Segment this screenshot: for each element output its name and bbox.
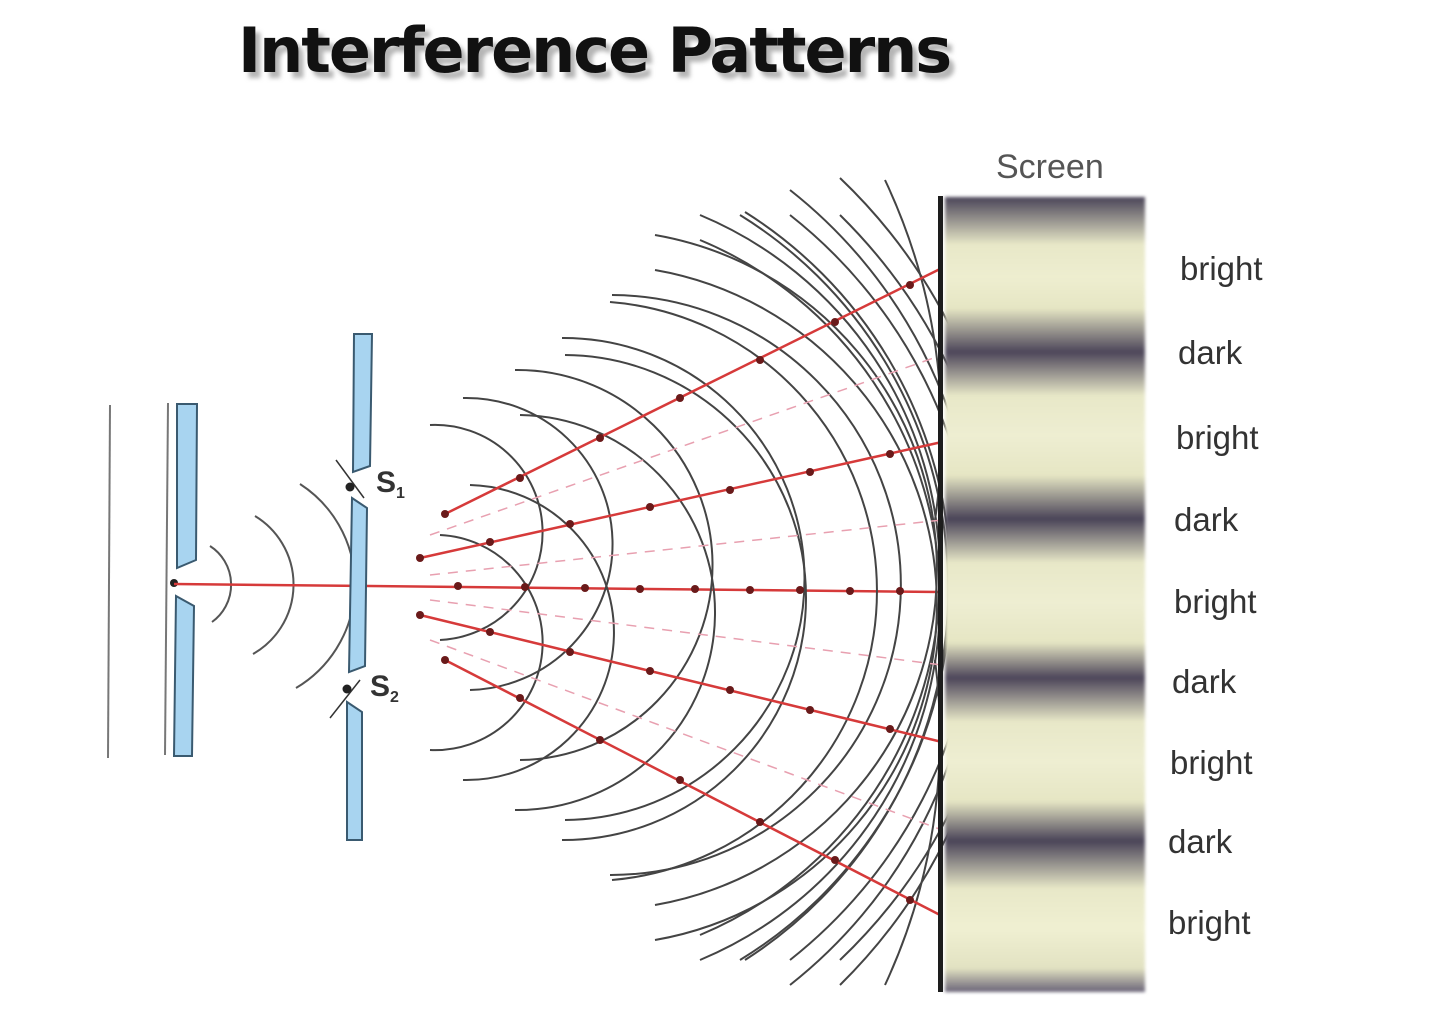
interference-screen xyxy=(945,197,1145,992)
fringe-label: dark xyxy=(1172,663,1237,700)
single-slit-barrier-top xyxy=(176,403,199,570)
double-slit-barrier-bottom xyxy=(346,700,363,841)
slit2-label: S2 xyxy=(370,670,399,706)
double-slit-barrier-top xyxy=(351,333,374,474)
fringe-label: bright xyxy=(1170,744,1253,781)
light-source-line xyxy=(107,404,111,759)
double-slit-barrier-middle xyxy=(347,496,369,674)
fringe-label: dark xyxy=(1168,823,1233,860)
slit2-point xyxy=(342,684,352,694)
constructive-nodes xyxy=(416,281,914,904)
diagram-title: Interference Patterns xyxy=(238,14,952,87)
screen-label: Screen xyxy=(996,148,1104,186)
single-slit-barrier-bottom xyxy=(172,594,196,757)
slit2-pointer xyxy=(329,679,361,719)
first-barrier-backline xyxy=(164,402,169,756)
fringe-label: bright xyxy=(1176,419,1259,456)
screen-edge xyxy=(938,196,943,992)
fringe-label: dark xyxy=(1178,334,1243,371)
slit1-pointer xyxy=(335,459,365,499)
slit1-wavefronts xyxy=(429,177,1009,961)
slit1-label: S1 xyxy=(376,466,405,502)
fringe-label: bright xyxy=(1174,583,1257,620)
fringe-label: bright xyxy=(1180,250,1263,287)
fringe-label: dark xyxy=(1174,501,1239,538)
central-ray xyxy=(173,582,941,594)
destructive-rays xyxy=(429,354,943,831)
constructive-rays xyxy=(419,266,943,918)
fringe-label: bright xyxy=(1168,904,1251,941)
slit1-point xyxy=(345,482,355,492)
